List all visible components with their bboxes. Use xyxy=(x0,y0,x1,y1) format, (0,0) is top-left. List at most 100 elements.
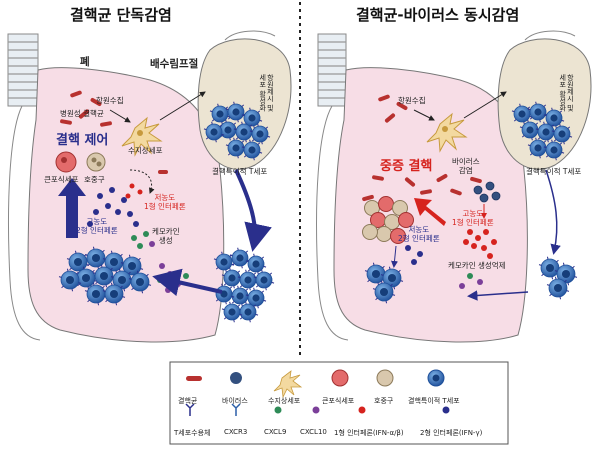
left-tcell-label: 결핵특이적 T세포 xyxy=(212,167,268,176)
lymph-label: 배수림프절 xyxy=(150,58,199,70)
left-lymph-vertical-label: 항원제시 및 세포 활성화 xyxy=(258,74,275,112)
left-trachea xyxy=(7,33,39,107)
left-macrophage xyxy=(55,151,77,173)
tcell-icon xyxy=(241,139,263,161)
tcell-icon xyxy=(538,256,562,280)
left-neutrophil xyxy=(86,152,106,172)
tcell-icon xyxy=(554,262,578,286)
legend-label-macrophage: 큰포식세포 xyxy=(322,397,355,405)
right-red-arrow xyxy=(414,198,446,226)
right-severe-label: 중증 결핵 xyxy=(380,159,433,174)
tcell-icon xyxy=(213,251,235,273)
right-ifn-gamma-dots xyxy=(405,245,423,265)
legend-tcr-icon xyxy=(185,403,195,416)
right-chemokine-suppress-label: 케모카인 생성억제 xyxy=(448,261,506,270)
tcell-icon xyxy=(237,269,259,291)
legend-label-tcell: 결핵특이적 T세포 xyxy=(408,397,460,405)
left-ifn-gamma-dots xyxy=(87,187,139,227)
right-recruit-label: 항원수집 xyxy=(398,96,426,105)
tcell-icon xyxy=(58,268,82,292)
legend-cxcr3-icon xyxy=(231,403,241,416)
neutrophil-icon xyxy=(362,224,378,240)
tcell-icon xyxy=(245,253,267,275)
tcell-icon xyxy=(102,282,126,306)
right-tcell-label: 결핵특이적 T세포 xyxy=(526,167,582,176)
tcell-icon xyxy=(225,101,247,123)
tcell-icon xyxy=(84,246,108,270)
left-macrophage-label: 큰포식세포 xyxy=(44,175,79,184)
tcell-icon xyxy=(543,107,565,129)
legend-label-tb: 결핵균 xyxy=(178,397,198,405)
macrophage-icon xyxy=(390,228,406,244)
left-dendritic-cell xyxy=(121,116,163,157)
tcell-icon xyxy=(203,121,225,143)
left-outside-tcell-cluster xyxy=(213,247,275,323)
tcell-icon xyxy=(120,254,144,278)
legend-label-cxcl10: CXCL10 xyxy=(300,428,327,436)
tcell-icon xyxy=(92,264,116,288)
legend-label-tcr: T세포수용체 xyxy=(174,429,211,437)
right-virus-label: 바이러스 감염 xyxy=(452,157,480,175)
tcell-icon xyxy=(551,123,573,145)
legend-dendritic-icon xyxy=(273,370,303,399)
left-ifn-gamma-arrow xyxy=(58,178,86,238)
right-outside-tcell-cluster xyxy=(538,256,578,300)
right-outside-to-lung-arrow xyxy=(467,290,529,301)
tcell-icon xyxy=(245,287,267,309)
tcell-icon xyxy=(221,267,243,289)
legend-macrophage-icon xyxy=(331,369,349,387)
legend-label-cxcl9: CXCL9 xyxy=(264,428,287,436)
right-dendritic-cell xyxy=(426,112,468,153)
legend-neutrophil-icon xyxy=(376,369,394,387)
left-lymph-to-outside-arrow xyxy=(234,169,272,252)
left-low-ifn-label: 저농도 1형 인터페론 xyxy=(144,193,186,211)
left-outside-to-lung-arrow xyxy=(152,268,223,297)
tcell-icon xyxy=(229,247,251,269)
left-dendritic-label: 수지상세포 xyxy=(128,146,163,155)
tcell-icon xyxy=(237,301,259,323)
macrophage-icon xyxy=(378,196,394,212)
left-high-ifn-label: 고농도 2형 인터페론 xyxy=(76,217,118,235)
right-chemokine-dots xyxy=(459,273,483,289)
tcell-icon xyxy=(364,262,388,286)
right-lymph-to-outside-arrow xyxy=(545,169,561,255)
legend-label-dendritic: 수지상세포 xyxy=(268,397,301,405)
left-chemokine-label: 케모카인 생성 xyxy=(152,227,180,245)
right-granuloma xyxy=(362,196,414,244)
macrophage-icon xyxy=(398,212,414,228)
tcell-icon xyxy=(229,285,251,307)
right-lymph-tcell-cluster xyxy=(511,101,573,161)
right-lymph-vertical-label: 항원제시 및 세포 활성화 xyxy=(558,74,575,112)
tcell-icon xyxy=(253,269,275,291)
legend-tcell-icon xyxy=(427,369,445,387)
left-panel-title: 결핵균 단독감염 xyxy=(70,6,172,24)
left-neutrophil-label: 호중구 xyxy=(84,175,105,184)
left-recruit-label: 항원수집 xyxy=(96,96,124,105)
left-control-label: 결핵 제어 xyxy=(56,133,109,148)
left-lung-shape xyxy=(27,67,225,343)
right-tb-bacteria xyxy=(362,94,482,202)
neutrophil-icon xyxy=(376,226,392,242)
tcell-icon xyxy=(535,121,557,143)
tcell-icon xyxy=(221,301,243,323)
tcell-icon xyxy=(241,107,263,129)
legend-ifn1-icon xyxy=(358,406,366,414)
legend-label-ifn1: 1형 인터페론(IFN-α/β) xyxy=(334,429,404,437)
right-low-ifn2-label: 저농도 2형 인터페론 xyxy=(398,225,440,243)
legend-label-neutrophil: 호중구 xyxy=(374,397,394,405)
right-ifn1-dots xyxy=(463,229,497,259)
left-lung-tcell-cluster xyxy=(58,246,152,306)
left-pathogen-label: 병원성 결핵균 xyxy=(60,109,104,118)
lung-label: 폐 xyxy=(80,56,90,68)
tcell-icon xyxy=(249,123,271,145)
tcell-icon xyxy=(527,137,549,159)
right-panel-title: 결핵균-바이러스 동시감염 xyxy=(356,6,520,24)
right-high-ifn1-label: 고농도 1형 인터페론 xyxy=(452,209,494,227)
legend-cxcl10-icon xyxy=(312,406,320,414)
tcell-icon xyxy=(372,280,396,304)
tcell-icon xyxy=(102,250,126,274)
right-lung-tcell-cluster xyxy=(364,262,404,304)
tcell-icon xyxy=(128,270,152,294)
legend-virus-icon xyxy=(230,372,242,384)
tcell-icon xyxy=(84,282,108,306)
